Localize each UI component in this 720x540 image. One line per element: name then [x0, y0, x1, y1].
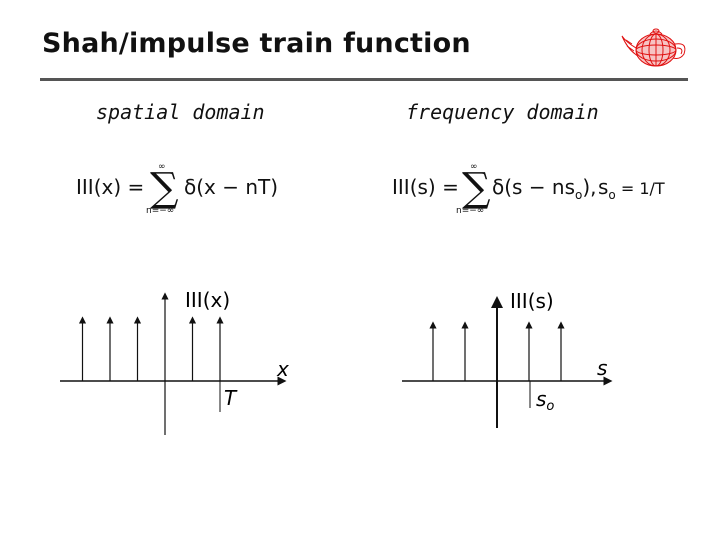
frequency-sum-upper: ∞: [470, 162, 478, 172]
frequency-equation-lhs: III(s) =: [392, 175, 459, 199]
spatial-spacing-label: T: [224, 386, 238, 410]
frequency-equation-term: δ(s − nso),: [492, 175, 597, 202]
title-divider: [40, 78, 688, 81]
spatial-domain-heading: spatial domain: [96, 100, 265, 124]
spatial-sum-upper: ∞: [158, 162, 166, 172]
frequency-domain-heading: frequency domain: [406, 100, 599, 124]
spatial-equation-term: δ(x − nT): [184, 175, 279, 199]
spatial-equation-lhs: III(x) =: [76, 175, 145, 199]
frequency-function-label: III(s): [510, 289, 554, 313]
spatial-sum-lower: n=−∞: [146, 206, 175, 216]
spatial-axis-label: x: [276, 357, 289, 381]
slide-title: Shah/impulse train function: [42, 28, 471, 59]
frequency-equation: III(s) = ∞ ∑ n=−∞ δ(s − nso), so = 1/T: [392, 160, 672, 220]
teapot-wireframe-icon: [621, 28, 686, 67]
frequency-sum-lower: n=−∞: [456, 206, 485, 216]
frequency-sum-symbol: ∑: [462, 165, 491, 211]
spatial-sum-symbol: ∑: [150, 165, 179, 211]
frequency-axis-label: s: [597, 356, 607, 380]
spatial-function-label: III(x): [185, 288, 230, 312]
frequency-equation-side: so = 1/T: [598, 175, 665, 202]
frequency-spacing-label: so: [536, 387, 554, 414]
spatial-equation: III(x) = ∞ ∑ n=−∞ δ(x − nT): [76, 160, 296, 220]
